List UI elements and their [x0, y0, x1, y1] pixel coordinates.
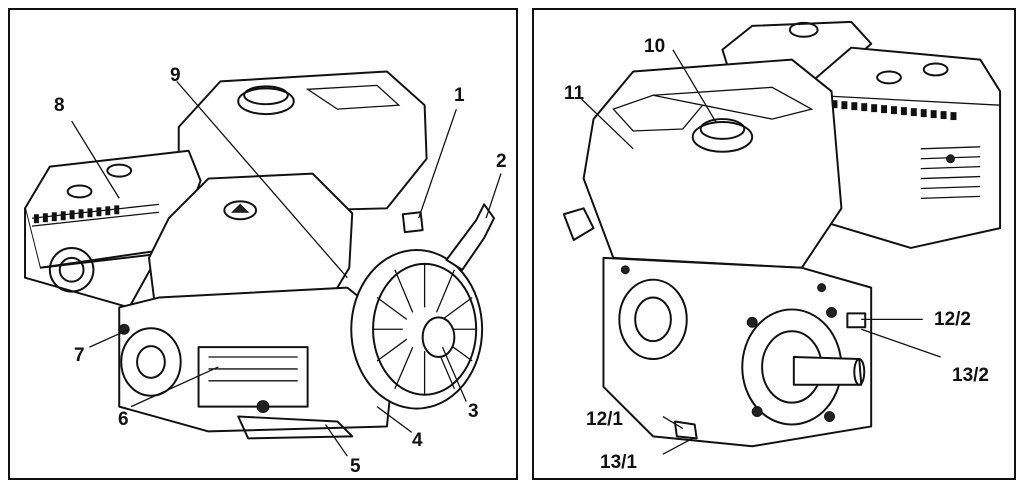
- callout-1: 1: [454, 85, 465, 106]
- callout-11: 11: [564, 83, 585, 104]
- callout-10: 10: [644, 36, 666, 57]
- callout-6: 6: [118, 409, 129, 430]
- engine-diagram-right-view: 10 11 12/2 13/2 12/1 13/1: [532, 8, 1016, 480]
- callout-3: 3: [468, 401, 479, 422]
- callout-13-1: 13/1: [600, 452, 637, 473]
- callout-12-1: 12/1: [586, 409, 623, 430]
- callout-5: 5: [350, 456, 361, 477]
- engine-drawing-right: [562, 20, 1002, 455]
- callout-4: 4: [412, 430, 423, 451]
- callout-13-2: 13/2: [952, 365, 989, 386]
- engine-diagram-left-view: 1 2 3 4 5 6 7 8 9: [8, 8, 518, 480]
- callout-9: 9: [170, 65, 181, 86]
- callout-8: 8: [54, 95, 65, 116]
- callout-12-2: 12/2: [934, 309, 971, 330]
- engine-drawing-left: [24, 70, 502, 457]
- callout-7: 7: [74, 345, 85, 366]
- callout-2: 2: [496, 151, 507, 172]
